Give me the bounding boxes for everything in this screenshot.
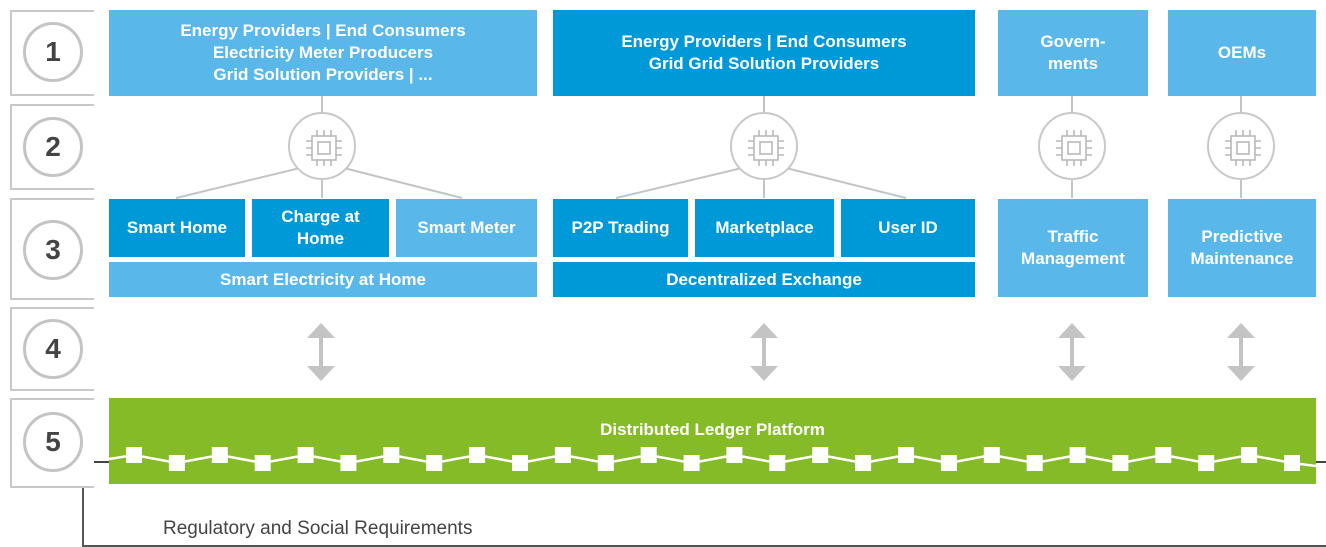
- connector-line: [1071, 180, 1073, 198]
- ledger-block: [554, 447, 571, 463]
- app-traffic-management: Traffic Management: [998, 199, 1148, 297]
- ledger-block: [340, 455, 357, 471]
- ledger-block: [683, 455, 700, 471]
- ledger-block: [940, 455, 957, 471]
- chip-icon: [1038, 112, 1106, 180]
- app-predictive-maintenance: Predictive Maintenance: [1168, 199, 1316, 297]
- double-arrow-icon: [307, 323, 335, 381]
- app-smart-meter: Smart Meter: [396, 199, 537, 257]
- double-arrow-icon: [1058, 323, 1086, 381]
- level-bracket-5: [10, 398, 94, 488]
- ledger-block: [769, 455, 786, 471]
- ledger-block: [855, 455, 872, 471]
- ledger-block: [383, 447, 400, 463]
- app-p2p-trading: P2P Trading: [553, 199, 688, 257]
- requirements-label: Regulatory and Social Requirements: [163, 518, 473, 539]
- requirements-bracket-vertical: [82, 488, 84, 547]
- ledger-block: [1241, 447, 1258, 463]
- connector-line: [1240, 180, 1242, 198]
- ledger-block: [1026, 455, 1043, 471]
- ledger-block: [1069, 447, 1086, 463]
- double-arrow-icon: [1227, 323, 1255, 381]
- ledger-block: [983, 447, 1000, 463]
- double-arrow-icon: [750, 323, 778, 381]
- ledger-block: [640, 447, 657, 463]
- ledger-block: [297, 447, 314, 463]
- ledger-block: [726, 447, 743, 463]
- stakeholders-oems: OEMs: [1168, 10, 1316, 96]
- level-number-1: 1: [23, 22, 83, 82]
- connector-line: [321, 96, 323, 114]
- ledger-block: [426, 455, 443, 471]
- ledger-block: [168, 455, 185, 471]
- level-number-5: 5: [23, 412, 83, 472]
- ledger-block: [812, 447, 829, 463]
- app-smart-home: Smart Home: [109, 199, 245, 257]
- connector-line: [1240, 96, 1242, 114]
- level-number-3: 3: [23, 220, 83, 280]
- ledger-block: [597, 455, 614, 471]
- ledger-block: [898, 447, 914, 463]
- level-number-2: 2: [23, 117, 83, 177]
- level-number-4: 4: [23, 319, 83, 379]
- chain-link: [108, 453, 1317, 468]
- app-user-id: User ID: [841, 199, 975, 257]
- requirements-bracket-horizontal: [82, 545, 1326, 547]
- ledger-block: [254, 455, 271, 471]
- level-bracket-3: [10, 198, 94, 300]
- level-bracket-1: [10, 10, 94, 96]
- app-decentralized-exchange: Decentralized Exchange: [553, 262, 975, 297]
- ledger-block: [1155, 447, 1172, 463]
- chip-icon: [730, 112, 798, 180]
- stakeholders-governments: Govern- ments: [998, 10, 1148, 96]
- connector-line: [1071, 96, 1073, 114]
- ledger-block: [211, 447, 228, 463]
- level-bracket-4: [10, 307, 94, 391]
- level-bracket-2: [10, 104, 94, 190]
- stakeholders-home: Energy Providers | End Consumers Electri…: [109, 10, 537, 96]
- stakeholders-exchange: Energy Providers | End Consumers Grid Gr…: [553, 10, 975, 96]
- chip-icon: [288, 112, 356, 180]
- distributed-ledger-platform: Distributed Ledger Platform: [109, 398, 1316, 484]
- connector-line: [763, 96, 765, 114]
- app-smart-electricity-at-home: Smart Electricity at Home: [109, 262, 537, 297]
- ledger-block: [126, 447, 142, 463]
- ledger-title: Distributed Ledger Platform: [600, 420, 825, 439]
- ledger-block: [512, 455, 528, 471]
- ledger-block: [1284, 455, 1300, 471]
- app-marketplace: Marketplace: [695, 199, 834, 257]
- ledger-block: [1198, 455, 1215, 471]
- chip-icon: [1207, 112, 1275, 180]
- ledger-block: [1112, 455, 1129, 471]
- ledger-block: [469, 447, 486, 463]
- app-charge-at-home: Charge at Home: [252, 199, 389, 257]
